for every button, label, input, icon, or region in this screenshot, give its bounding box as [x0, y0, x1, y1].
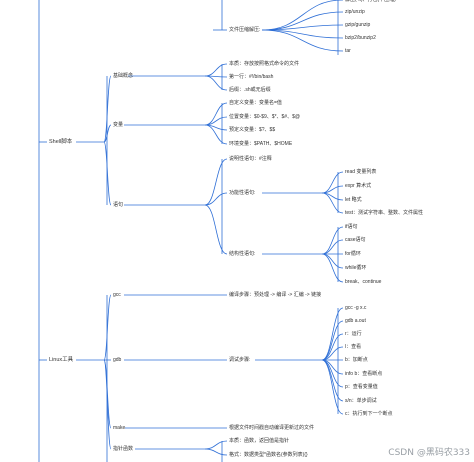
connector-curve: [204, 102, 228, 126]
pointer-function-item: 本质：函数，返回值是指针: [229, 438, 290, 444]
connector-curve: [321, 253, 344, 269]
node-gcc-step: 编译步骤：预处理 -> 编译 -> 汇编 -> 链接: [229, 292, 322, 298]
node-gcc: gcc: [113, 292, 121, 298]
structure-item: while循环: [345, 265, 367, 271]
gdb-item: p：查看变量值: [345, 384, 378, 390]
node-make-desc: 根据文件时间戳自动编译更新过的文件: [229, 425, 315, 431]
compress-item: tar: [345, 48, 351, 54]
gdb-item: gdb a.out: [345, 318, 366, 324]
connector-curve: [103, 294, 112, 361]
watermark: CSDN @黑码农333: [388, 448, 470, 458]
function-item: let 略式: [345, 197, 362, 203]
connector-curve: [321, 359, 344, 402]
gdb-item: s/n：单步调试: [345, 398, 377, 404]
node-basics: 基础概念: [113, 73, 134, 79]
node-linux-tools: Linux工具: [49, 357, 74, 363]
variable-item: 自定义变量：变量名=值: [229, 100, 282, 106]
statement-group: 功能性语句:: [229, 190, 256, 196]
connector-curve: [204, 440, 228, 450]
gdb-item: gcc -g x.c: [345, 305, 367, 311]
connector-curve: [321, 192, 344, 214]
variable-item: 环境变量：$PATH、$HOME: [229, 141, 293, 147]
connector-curve: [103, 75, 112, 143]
connector-curve: [321, 307, 344, 361]
connector-curve: [204, 448, 228, 456]
variable-item: 预定义变量：$?、$$: [229, 127, 276, 133]
connector-curve: [321, 253, 344, 283]
compress-item: bzip2/bunzip2: [345, 35, 376, 41]
connector-curve: [103, 124, 112, 143]
node-shell: Shell脚本: [49, 139, 73, 145]
node-file-compress: 文件压缩解压:: [229, 27, 261, 33]
structure-item: break、continue: [345, 279, 382, 285]
gdb-item: c：执行到下一个断点: [345, 411, 393, 417]
connector-curve: [321, 320, 344, 361]
function-item: read 变量列表: [345, 169, 377, 175]
connector-curve: [204, 158, 228, 206]
connector-curve: [261, 29, 344, 52]
gdb-item: info b：查看断点: [345, 371, 383, 377]
connector-curve: [321, 333, 344, 361]
connector-curve: [261, 24, 344, 31]
statement-group: 说明性语句：#注释: [229, 156, 272, 162]
node-pointer-function: 指针函数: [113, 446, 134, 452]
statement-group: 结构性语句:: [229, 251, 256, 257]
connector-curve: [261, 29, 344, 39]
connector-curve: [261, 0, 344, 31]
basics-item: 第一行：#!/bin/bash: [229, 74, 274, 80]
variable-item: 位置变量：$0-$9、$*、$#、$@: [229, 114, 300, 120]
basics-item: 本质：存放按照格式命令的文件: [229, 61, 300, 67]
structure-item: for循环: [345, 251, 361, 257]
gdb-item: l：查看: [345, 344, 362, 350]
connector-curve: [204, 192, 228, 206]
structure-item: if语句: [345, 224, 358, 230]
structure-item: case语句: [345, 237, 366, 243]
basics-item: 后缀：.sh或无后缀: [229, 87, 271, 93]
function-item: expr 算术式: [345, 183, 372, 189]
function-item: test：测试字符串、整数、文件属性: [345, 210, 424, 216]
pointer-function-item: 格式：数据类型*函数名(参数列表){}: [229, 452, 308, 458]
connector-curve: [321, 226, 344, 255]
node-gdb-step: 调试步骤:: [229, 357, 251, 363]
node-make: make: [113, 425, 126, 431]
gdb-item: r：运行: [345, 331, 362, 337]
connector-curve: [204, 75, 228, 91]
connector-curve: [103, 359, 112, 429]
connector-curve: [204, 124, 228, 145]
node-variables: 变量: [113, 122, 124, 128]
connector-curve: [321, 359, 344, 415]
connector-curve: [103, 359, 112, 450]
node-gdb: gdb: [113, 357, 122, 363]
gdb-item: b：加断点: [345, 357, 368, 363]
connector-curve: [103, 141, 112, 206]
node-statements: 语句: [113, 202, 124, 208]
compress-item: gzip/gunzip: [345, 22, 371, 28]
node-partial-top: 解压(-x)、打包(不压缩): [345, 0, 396, 3]
connector-curve: [321, 171, 344, 194]
connector-curve: [204, 204, 228, 255]
connector-curve: [321, 239, 344, 255]
compress-item: zip/unzip: [345, 9, 365, 15]
connector-curve: [204, 63, 228, 77]
